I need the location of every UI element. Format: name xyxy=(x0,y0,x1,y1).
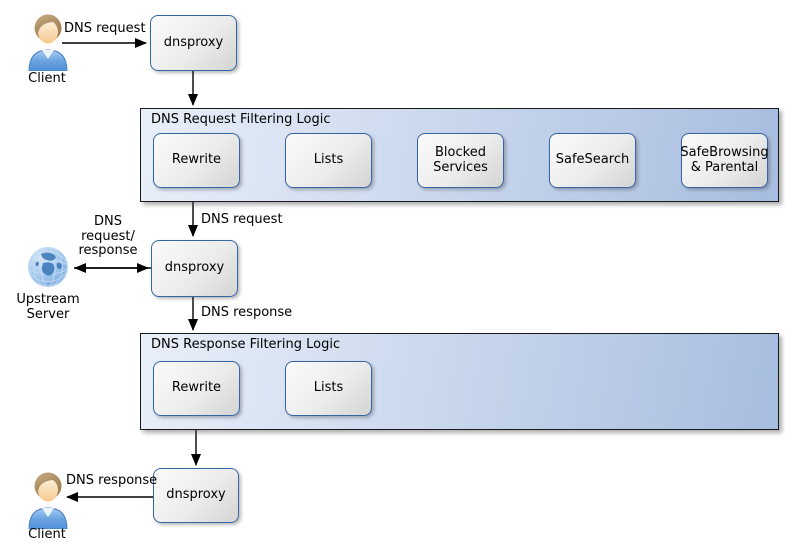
node-blocked-services: Blocked Services xyxy=(417,133,504,188)
group-dns-response-filtering: DNS Response Filtering Logic xyxy=(140,333,779,430)
edge-label-dns-request-top: DNS request xyxy=(64,21,146,36)
group-dns-request-filtering-title: DNS Request Filtering Logic xyxy=(151,112,331,127)
group-dns-response-filtering-title: DNS Response Filtering Logic xyxy=(151,337,341,352)
node-dnsproxy-3: dnsproxy xyxy=(153,468,239,523)
edge-label-dns-response-mid: DNS response xyxy=(201,305,293,320)
node-lists-2: Lists xyxy=(285,361,372,416)
globe-icon xyxy=(28,247,68,287)
edge-label-dns-request-mid: DNS request xyxy=(201,212,283,227)
edge-label-upstream-line2: request/ xyxy=(81,228,135,244)
group-dns-request-filtering: DNS Request Filtering Logic xyxy=(140,108,779,202)
edge-label-upstream: DNS request/ response xyxy=(72,214,144,259)
node-dnsproxy-1: dnsproxy xyxy=(150,15,237,71)
client-bottom-label: Client xyxy=(28,527,66,542)
node-lists-1: Lists xyxy=(285,133,372,188)
node-rewrite-2: Rewrite xyxy=(153,361,240,416)
node-rewrite-1: Rewrite xyxy=(153,133,240,188)
upstream-server-label: Upstream Server xyxy=(5,292,91,322)
person-icon xyxy=(28,472,68,529)
upstream-server-label-line1: Upstream xyxy=(16,292,80,307)
node-safesearch: SafeSearch xyxy=(549,133,636,188)
edge-label-dns-response-bottom: DNS response xyxy=(66,473,158,488)
node-safebrowsing-parental: SafeBrowsing & Parental xyxy=(680,133,769,188)
node-dnsproxy-2: dnsproxy xyxy=(151,240,238,297)
edge-label-upstream-line3: response xyxy=(78,243,138,258)
edge-label-upstream-line1: DNS xyxy=(94,214,122,229)
person-icon xyxy=(28,14,68,71)
upstream-server-label-line2: Server xyxy=(26,306,70,322)
client-top-label: Client xyxy=(28,71,66,86)
